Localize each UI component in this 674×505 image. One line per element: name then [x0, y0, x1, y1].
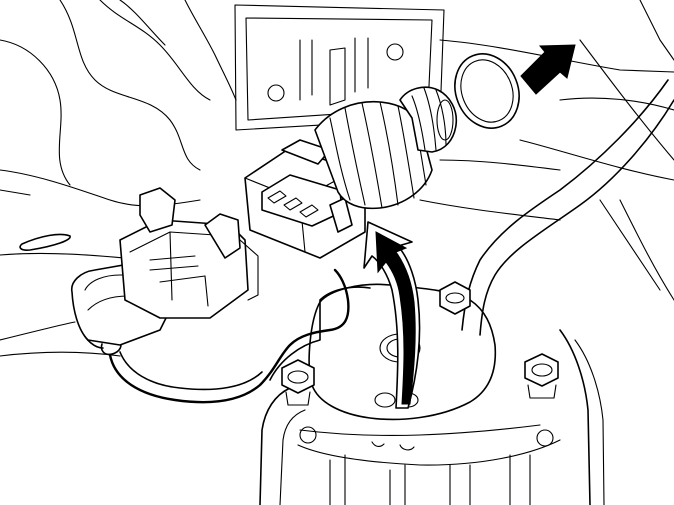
hex-bolt-left [281, 359, 315, 406]
hex-bolt-center [439, 281, 471, 315]
hex-bolts [281, 281, 559, 406]
o-ring [454, 53, 520, 129]
o-ring-pointer-arrow [520, 44, 576, 95]
sensor-switch [244, 86, 458, 259]
slot-shape [19, 233, 71, 251]
install-direction-arrow [363, 221, 421, 409]
hex-bolt-right [524, 353, 559, 399]
sensor-connector [70, 187, 259, 346]
